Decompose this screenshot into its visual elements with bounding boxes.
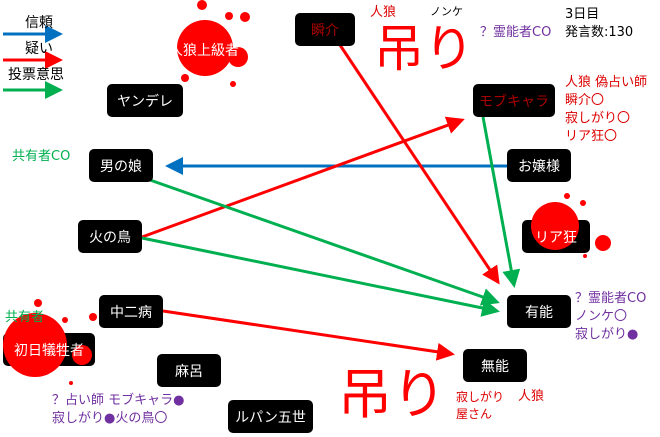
note-yuno-0: ？霊能者CO (575, 291, 647, 306)
hanging-mark-top: 吊り (374, 20, 474, 78)
note-yuno-1: ノンケ〇 (575, 309, 628, 324)
node-riakyo[interactable]: リア狂 (535, 229, 577, 246)
node-jinro-jokyu[interactable]: 人狼上級者 (169, 42, 239, 59)
vote-hinotori-yuno (141, 236, 500, 317)
node-maro[interactable]: 麻呂 (157, 354, 221, 387)
node-ojousama[interactable]: お嬢様 (507, 149, 571, 182)
note-lonely-0: 寂しがり (456, 390, 505, 404)
node-yuno[interactable]: 有能 (507, 295, 571, 328)
note-seer-0: ？占い師 モブキャラ● (52, 393, 185, 408)
legend-doubt-label: 疑い (25, 41, 53, 57)
note-shunsuke-role: 人狼 (370, 5, 397, 20)
note-mobu-2: 寂しがり〇 (565, 111, 631, 126)
legend-vote-label: 投票意思 (8, 67, 64, 83)
hanging-mark-bottom: 吊り (338, 363, 446, 426)
node-lupin[interactable]: ルパン五世 (228, 400, 313, 433)
doubt-hinotori-mobukyara (141, 116, 465, 239)
note-yuno-2: 寂しがり● (575, 327, 639, 342)
node-yandere[interactable]: ヤンデレ (107, 84, 183, 117)
note-top-medium: ？霊能者CO (480, 25, 552, 40)
node-chunibyo[interactable]: 中二病 (99, 295, 163, 328)
node-mobukyara[interactable]: モブキャラ (473, 84, 555, 117)
node-hinotori[interactable]: 火の鳥 (78, 220, 142, 253)
note-seer-1: 寂しがり●火の鳥〇 (52, 411, 168, 426)
vote-otokonoko-yuno (149, 178, 500, 306)
message-count: 発言数:130 (565, 25, 634, 40)
note-lonely-1: 屋さん (456, 407, 493, 421)
note-mobu-1: 瞬介〇 (565, 93, 605, 108)
note-lonely-role: 人狼 (518, 389, 545, 404)
note-mobu-0: 人狼 偽占い師 (565, 75, 648, 90)
note-otokonoko-co: 共有者CO (12, 149, 71, 164)
note-nonke: ノンケ (430, 5, 463, 18)
node-muno[interactable]: 無能 (463, 349, 527, 382)
node-shunsuke[interactable]: 瞬介 (295, 13, 355, 46)
vote-mobukyara-yuno (481, 116, 521, 288)
note-shared: 共有者 (5, 310, 45, 325)
note-mobu-3: リア狂〇 (565, 129, 618, 144)
node-otokonoko[interactable]: 男の娘 (89, 149, 153, 182)
doubt-chunibyo-muno (162, 309, 455, 361)
day-label: 3日目 (565, 7, 600, 22)
doubt-shunsuke-yuno (338, 44, 500, 285)
legend-trust-label: 信頼 (25, 15, 53, 31)
node-shonichi[interactable]: 初日犠牲者 (14, 342, 84, 359)
